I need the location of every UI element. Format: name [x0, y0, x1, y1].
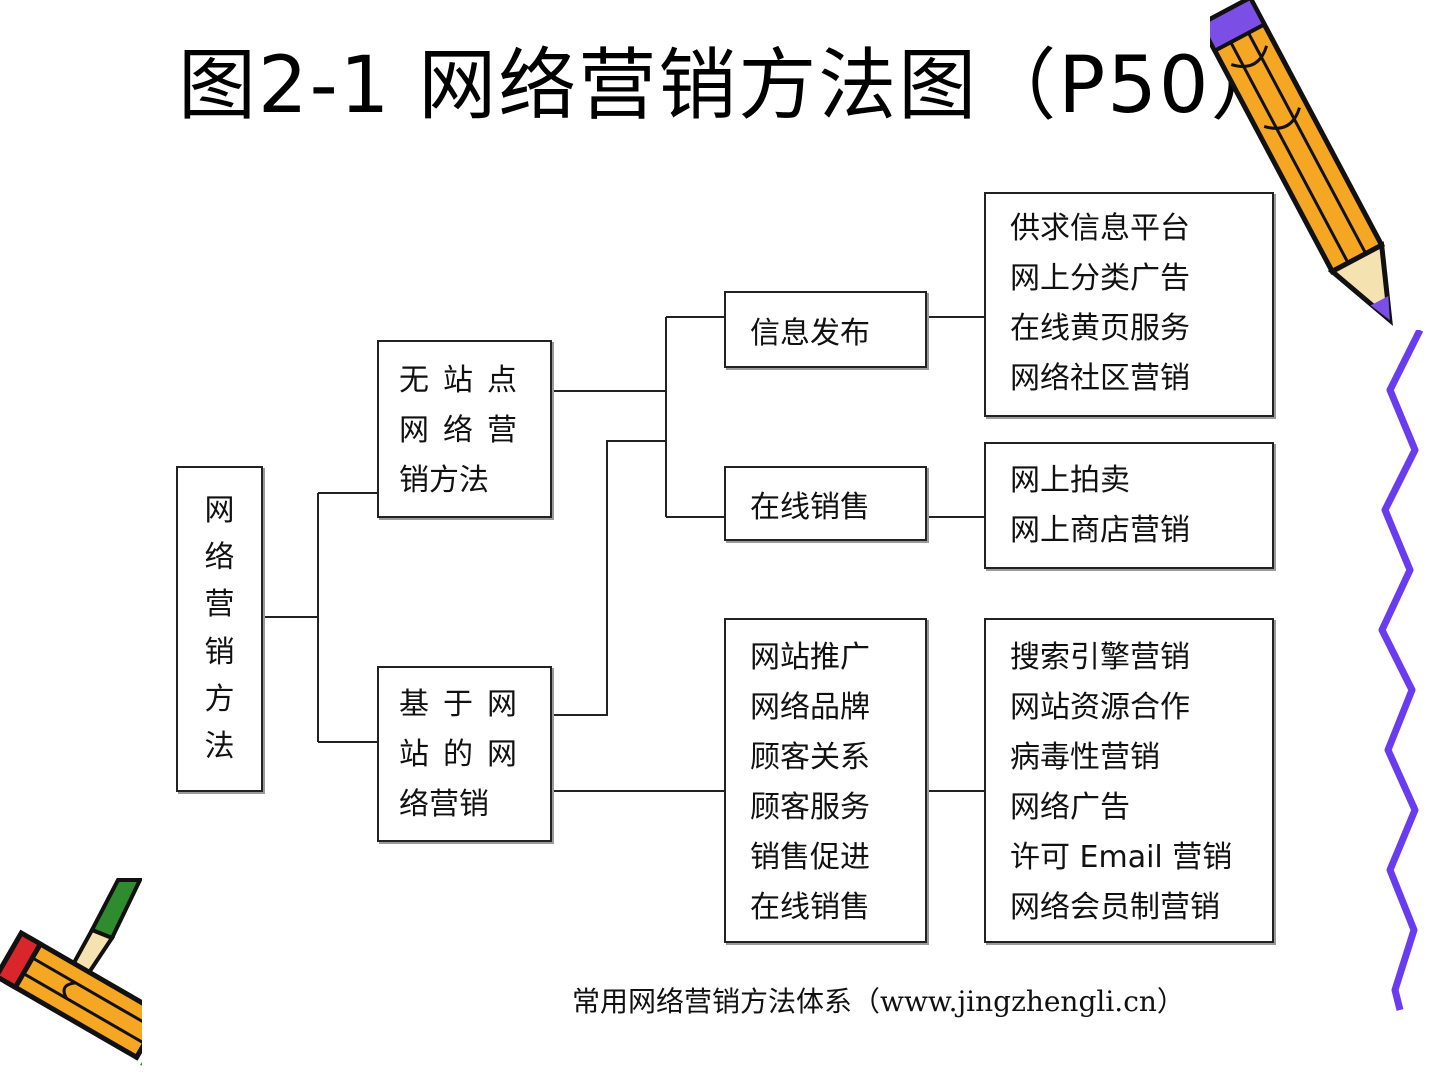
sales-methods-box: 网上拍卖 网上商店营销	[984, 442, 1274, 569]
website-method-box: 基于网 站的网 络营销	[377, 666, 552, 842]
website-method-item: 病毒性营销	[1010, 740, 1160, 775]
website-line: 站的网	[399, 737, 531, 772]
website-line: 基于网	[399, 687, 531, 722]
pencil-bottom-left-icon	[0, 878, 142, 1066]
root-char: 营	[204, 587, 235, 623]
wavy-line-decoration	[1378, 330, 1424, 1011]
nosite-line: 销方法	[399, 463, 489, 498]
slide-title: 图2-1 网络营销方法图（P50）	[178, 41, 1291, 131]
info-method-item: 供求信息平台	[1010, 211, 1190, 246]
website-method-item: 网站资源合作	[1010, 690, 1190, 725]
root-char: 络	[204, 540, 235, 576]
website-function-item: 销售促进	[750, 840, 870, 875]
website-function-item: 顾客服务	[750, 790, 870, 825]
nosite-method-box: 无站点 网络营 销方法	[377, 340, 552, 518]
info-method-item: 在线黄页服务	[1010, 311, 1190, 346]
info-publish-box: 信息发布	[724, 291, 927, 368]
website-function-item: 网络品牌	[750, 690, 870, 725]
nosite-line: 网络营	[399, 413, 531, 448]
info-method-item: 网络社区营销	[1010, 361, 1190, 396]
root-char: 方	[204, 681, 235, 717]
nosite-line: 无站点	[399, 363, 531, 398]
website-method-item: 搜索引擎营销	[1010, 640, 1190, 675]
website-line: 络营销	[399, 787, 489, 822]
figure-caption: 常用网络营销方法体系（www.jingzhengli.cn）	[572, 985, 1185, 1018]
root-char: 销	[204, 634, 235, 670]
website-methods-box: 搜索引擎营销 网站资源合作 病毒性营销 网络广告 许可 Email 营销 网络会…	[984, 618, 1274, 943]
online-sales-box: 在线销售	[724, 466, 927, 541]
connector-website-up	[551, 440, 666, 716]
sales-method-item: 网上商店营销	[1010, 513, 1190, 548]
info-methods-box: 供求信息平台 网上分类广告 在线黄页服务 网络社区营销	[984, 192, 1274, 417]
root-char: 网	[204, 493, 235, 529]
root-char: 法	[204, 728, 235, 764]
website-function-item: 网站推广	[750, 640, 870, 675]
info-method-item: 网上分类广告	[1010, 261, 1190, 296]
website-method-item: 网络会员制营销	[1010, 890, 1220, 925]
website-function-item: 顾客关系	[750, 740, 870, 775]
root-box: 网 络 营 销 方 法	[176, 466, 263, 792]
website-function-item: 在线销售	[750, 890, 870, 925]
sales-method-item: 网上拍卖	[1010, 463, 1130, 498]
pencil-top-right-icon	[1210, 0, 1393, 327]
online-sales-label: 在线销售	[750, 489, 870, 525]
website-method-item: 网络广告	[1010, 790, 1130, 825]
info-publish-label: 信息发布	[750, 315, 870, 351]
website-method-item: 许可 Email 营销	[1010, 840, 1233, 875]
website-functions-box: 网站推广 网络品牌 顾客关系 顾客服务 销售促进 在线销售	[724, 618, 927, 943]
